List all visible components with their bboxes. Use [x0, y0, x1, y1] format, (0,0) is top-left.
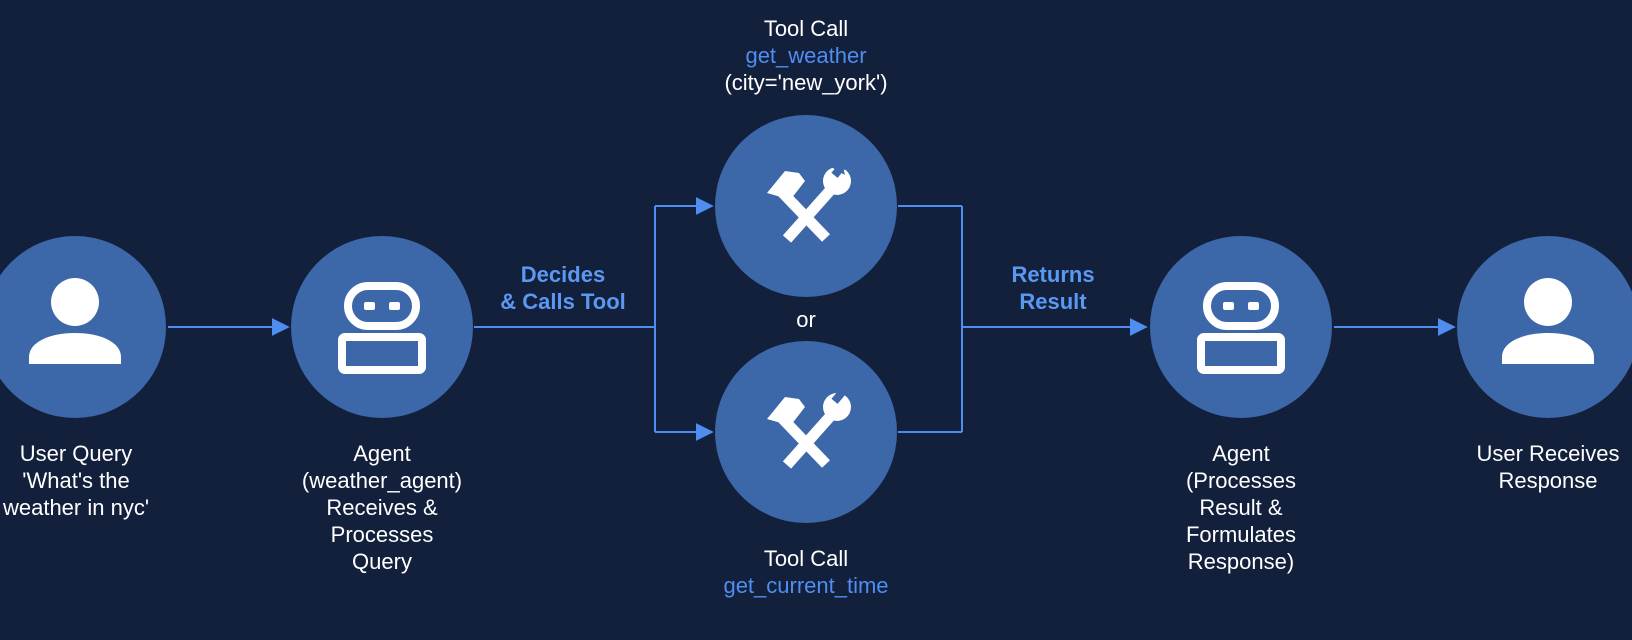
user-query-label: User Query 'What's the weather in nyc' — [0, 440, 166, 521]
robot-icon — [1197, 282, 1285, 374]
user-receive-label: User Receives Response — [1458, 440, 1632, 494]
agent-receive-line-2: (weather_agent) — [301, 468, 463, 493]
user-query-line-1: User Query — [19, 441, 133, 466]
agent-receive-line-4: Processes — [330, 522, 434, 547]
tools-icon — [767, 162, 851, 243]
agent-process-line-1: Agent — [1212, 441, 1270, 466]
agent-process-line-2: (Processes — [1185, 468, 1297, 493]
user-icon — [29, 278, 121, 364]
decides-calls-tool-label: Decides & Calls Tool — [480, 261, 646, 315]
tool-weather-node — [715, 115, 897, 297]
agent-process-label: Agent (Processes Result & Formulates Res… — [1151, 440, 1331, 575]
agent-receive-line-3: Receives & — [326, 495, 438, 520]
tool-time-title: Tool Call — [763, 546, 849, 571]
agent-receive-line-1: Agent — [353, 441, 411, 466]
tool-weather-caption: Tool Call get_weather (city='new_york') — [706, 15, 906, 96]
user-receive-line-2: Response — [1498, 468, 1598, 493]
tool-weather-function: get_weather — [745, 43, 867, 68]
tool-weather-title: Tool Call — [763, 16, 849, 41]
user-query-line-2: 'What's the — [22, 468, 130, 493]
user-icon — [1502, 278, 1594, 364]
user-query-line-3: weather in nyc' — [2, 495, 150, 520]
robot-icon — [338, 282, 426, 374]
agent-process-line-5: Response) — [1187, 549, 1295, 574]
user-receive-node — [1457, 236, 1632, 418]
tool-time-caption: Tool Call get_current_time — [696, 545, 916, 599]
agent-receive-label: Agent (weather_agent) Receives & Process… — [292, 440, 472, 575]
tools-icon — [767, 388, 851, 469]
user-query-node — [0, 236, 166, 418]
agent-process-line-3: Result & — [1199, 495, 1283, 520]
agent-process-node — [1150, 236, 1332, 418]
or-label: or — [796, 307, 816, 332]
tool-time-function: get_current_time — [723, 573, 889, 598]
agent-process-line-4: Formulates — [1185, 522, 1297, 547]
decides-line-2: & Calls Tool — [500, 289, 626, 314]
returns-line-2: Result — [1019, 289, 1087, 314]
decides-line-1: Decides — [520, 262, 606, 287]
returns-result-label: Returns Result — [990, 261, 1116, 315]
agent-receive-line-5: Query — [352, 549, 412, 574]
agent-receive-node — [291, 236, 473, 418]
tool-weather-args: (city='new_york') — [724, 70, 888, 95]
user-receive-line-1: User Receives — [1476, 441, 1620, 466]
returns-line-1: Returns — [1011, 262, 1095, 287]
tool-time-node — [715, 341, 897, 523]
